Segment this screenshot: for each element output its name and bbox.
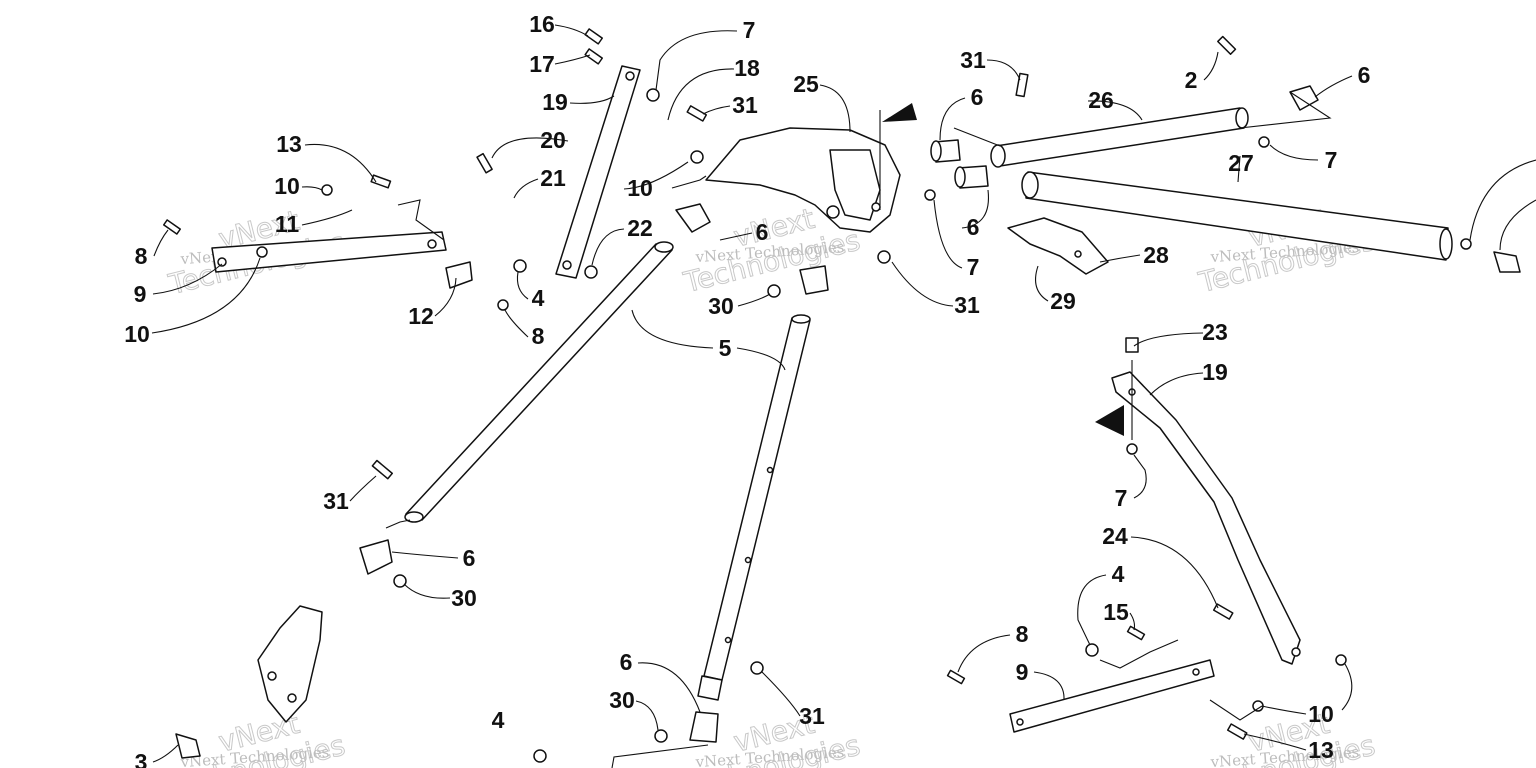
callout-8: 8: [532, 323, 545, 349]
callout-3: 3: [135, 749, 148, 768]
vertical-tube-center: [703, 314, 811, 681]
bracket-28: [1007, 217, 1109, 275]
callout-5: 5: [719, 335, 732, 361]
callout-19: 19: [1202, 359, 1228, 385]
callout-21: 21: [540, 165, 566, 191]
upper-brace-left: [555, 65, 641, 279]
callout-13: 13: [276, 131, 302, 157]
right-curved-brace: [1111, 371, 1301, 665]
callout-28: 28: [1143, 242, 1169, 268]
leader-lines: [151, 24, 1536, 768]
callout-6: 6: [967, 214, 980, 240]
callout-19: 19: [542, 89, 568, 115]
callout-31: 31: [960, 47, 986, 73]
left-crossbar: [211, 231, 473, 289]
callout-6: 6: [463, 545, 476, 571]
callout-4: 4: [1112, 561, 1125, 587]
callout-26: 26: [1088, 87, 1114, 113]
callout-11: 11: [275, 211, 300, 237]
callout-7: 7: [1115, 485, 1128, 511]
callout-4: 4: [492, 707, 505, 733]
callout-6: 6: [620, 649, 633, 675]
callout-7: 7: [967, 254, 980, 280]
callout-4: 4: [532, 285, 545, 311]
callout-31: 31: [799, 703, 825, 729]
callout-30: 30: [609, 687, 635, 713]
callout-24: 24: [1102, 523, 1128, 549]
callout-9: 9: [1016, 659, 1029, 685]
callout-8: 8: [135, 243, 148, 269]
callout-7: 7: [1325, 147, 1338, 173]
callout-2: 2: [1185, 67, 1198, 93]
callout-22: 22: [627, 215, 653, 241]
callout-9: 9: [134, 281, 147, 307]
callout-17: 17: [529, 51, 555, 77]
callout-6: 6: [971, 84, 984, 110]
right-crossbar: [1009, 659, 1215, 733]
fasteners: [162, 28, 1521, 763]
callout-20: 20: [540, 127, 566, 153]
callout-10: 10: [274, 173, 300, 199]
parts-layer: [162, 28, 1521, 763]
callout-31: 31: [732, 92, 758, 118]
callout-13: 13: [1308, 737, 1334, 763]
callout-31: 31: [954, 292, 980, 318]
callout-8: 8: [1016, 621, 1029, 647]
upper-right-tube-27: [1021, 171, 1453, 261]
callout-7: 7: [743, 17, 756, 43]
callout-15: 15: [1103, 599, 1129, 625]
upper-right-tube-26: [990, 107, 1249, 168]
lower-left-mount: [257, 605, 323, 723]
callout-27: 27: [1228, 150, 1254, 176]
callout-25: 25: [793, 71, 819, 97]
column-housing: [705, 103, 917, 233]
callout-10: 10: [627, 175, 653, 201]
callout-18: 18: [734, 55, 760, 81]
callout-30: 30: [451, 585, 477, 611]
callout-6: 6: [756, 219, 769, 245]
diagonal-tube-left: [404, 241, 674, 523]
callout-23: 23: [1202, 319, 1228, 345]
callout-6: 6: [1358, 62, 1371, 88]
callout-10: 10: [1308, 701, 1334, 727]
callout-12: 12: [408, 303, 434, 329]
callout-29: 29: [1050, 288, 1076, 314]
callout-30: 30: [708, 293, 734, 319]
callout-16: 16: [529, 11, 555, 37]
callout-10: 10: [124, 321, 150, 347]
clamp-center-upper: [359, 203, 829, 743]
bushings-right: [930, 139, 989, 189]
callout-31: 31: [323, 488, 349, 514]
